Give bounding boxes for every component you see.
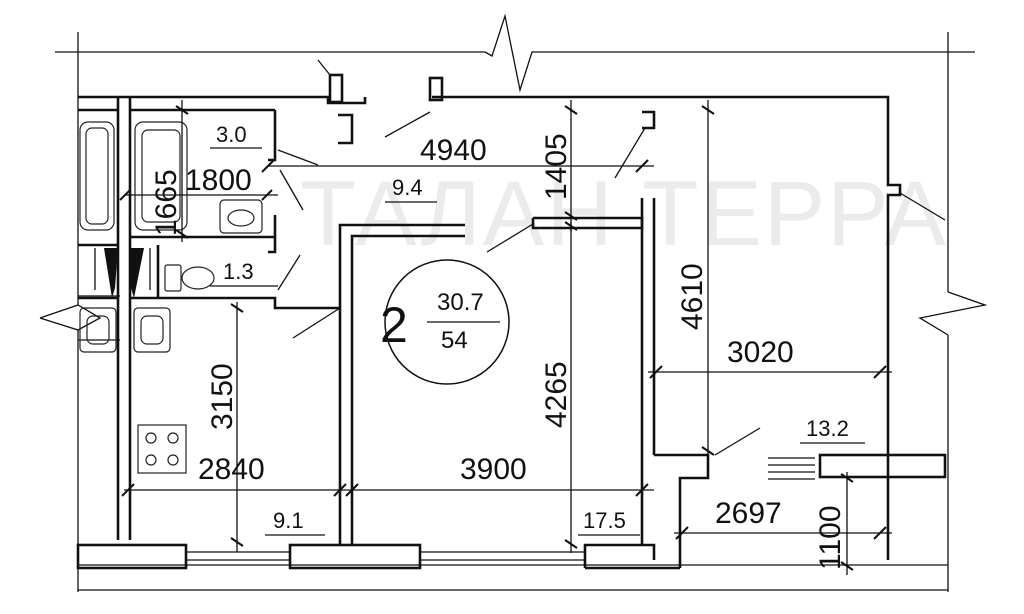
dim-4610: 4610 — [676, 263, 709, 330]
stove-icon — [137, 424, 187, 474]
dimension-labels: 4940 1800 1665 1405 4610 3020 3150 4265 … — [150, 133, 847, 570]
total-area: 54 — [441, 327, 468, 354]
dim-3900: 3900 — [460, 453, 527, 486]
dim-4265: 4265 — [540, 361, 573, 428]
dim-3150: 3150 — [206, 363, 239, 430]
building-outline — [39, 13, 988, 592]
dim-3020: 3020 — [727, 336, 794, 369]
area-room-2: 13.2 — [806, 416, 849, 441]
dim-2840: 2840 — [198, 453, 265, 486]
area-room-1: 17.5 — [583, 508, 626, 533]
living-area: 30.7 — [437, 289, 484, 316]
dimension-lines — [119, 100, 892, 575]
radiator-icon — [768, 457, 815, 480]
kitchen-sink-icon-2 — [133, 307, 171, 353]
sink-icon — [219, 199, 263, 234]
kitchen-sink-icon — [79, 307, 117, 353]
area-kitchen: 9.1 — [273, 508, 304, 533]
walls — [76, 73, 947, 570]
dim-2697: 2697 — [715, 497, 782, 530]
bathtub-icon — [79, 121, 115, 231]
dim-1800: 1800 — [185, 164, 252, 197]
area-bath: 3.0 — [216, 122, 247, 147]
area-corridor: 9.4 — [392, 175, 423, 200]
doors — [277, 59, 946, 456]
toilet-icon — [164, 264, 182, 292]
area-underlines — [210, 147, 865, 536]
rooms-count: 2 — [380, 297, 408, 353]
room-area-labels: 3.0 9.4 1.3 9.1 17.5 13.2 — [216, 122, 849, 533]
watermark-text: ТАЛАН ТЕРРА — [300, 163, 948, 265]
dim-1665: 1665 — [150, 169, 183, 236]
vent-shaft-icon — [104, 248, 118, 298]
shower-icon — [134, 121, 188, 231]
fixtures — [79, 121, 815, 480]
apartment-badge: 2 30.7 54 — [380, 259, 510, 385]
dim-1100: 1100 — [814, 505, 847, 570]
dim-4940: 4940 — [420, 134, 487, 167]
area-wc: 1.3 — [223, 259, 254, 284]
dim-1405: 1405 — [540, 133, 573, 200]
